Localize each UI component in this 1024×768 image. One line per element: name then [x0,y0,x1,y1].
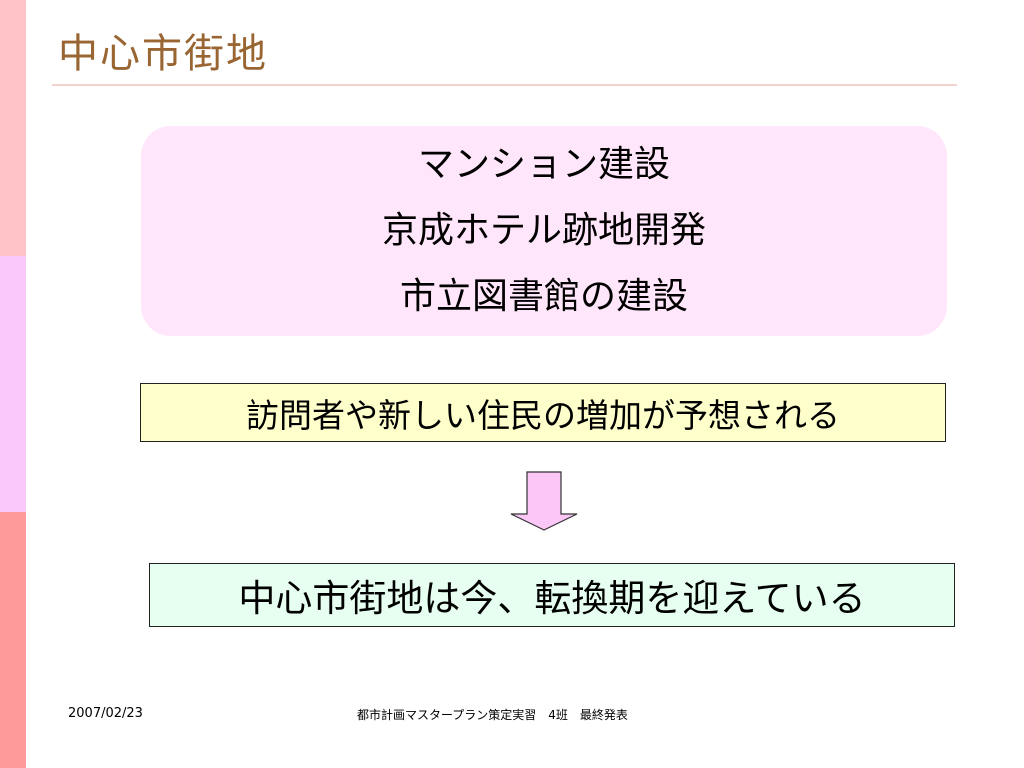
points-box: マンション建設 京成ホテル跡地開発 市立図書館の建設 [141,126,947,336]
conclusion-box: 中心市街地は今、転換期を迎えている [149,563,955,627]
side-bar-middle [0,256,26,512]
side-bar-top [0,0,26,256]
side-bar-bottom [0,512,26,768]
expectation-text: 訪問者や新しい住民の増加が予想される [246,395,840,435]
conclusion-text: 中心市街地は今、転換期を迎えている [238,577,866,620]
title-divider [52,84,957,86]
slide-title: 中心市街地 [58,31,268,77]
footer-text: 都市計画マスタープラン策定実習 4班 最終発表 [357,708,628,722]
point-item: 市立図書館の建設 [399,276,688,317]
point-item: 京成ホテル跡地開発 [381,210,706,251]
footer-date: 2007/02/23 [68,706,143,721]
expectation-box: 訪問者や新しい住民の増加が予想される [140,383,946,442]
down-arrow-icon [510,471,578,531]
point-item: マンション建設 [417,144,670,185]
